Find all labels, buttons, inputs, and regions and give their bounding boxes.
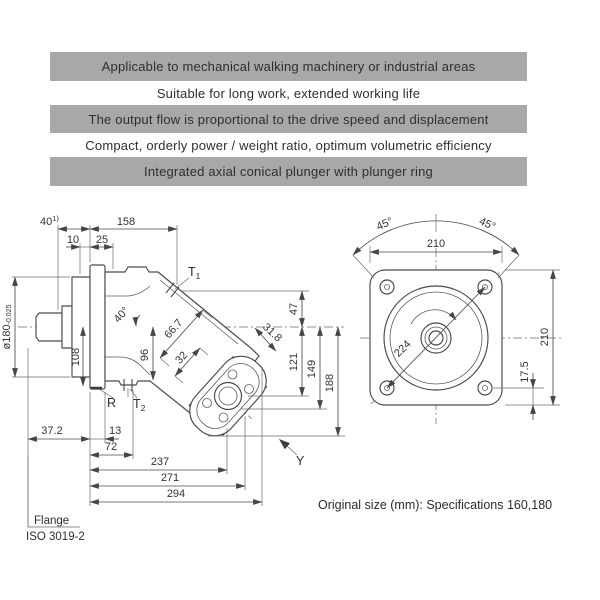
flange-note-line2: ISO 3019-2 <box>26 531 85 543</box>
dim-40: 401) <box>40 214 59 228</box>
dim-17-5: 17.5 <box>519 361 531 382</box>
t1-leader <box>174 277 190 290</box>
y-view-arrow <box>279 439 290 450</box>
dim-210-right: 210 <box>539 328 551 346</box>
dim-45-ext-left <box>352 254 375 279</box>
dim-108: 108 <box>70 348 82 366</box>
dim-45-right: 45° <box>477 215 497 233</box>
flange-note-line1: Flange <box>34 515 69 527</box>
dim-32-line <box>174 347 201 377</box>
dim-31-8: 31.8 <box>260 321 284 344</box>
body-contour-top <box>105 285 151 297</box>
drive-shaft <box>35 312 63 342</box>
dim-121: 121 <box>288 353 300 371</box>
dim-294: 294 <box>167 488 185 500</box>
dim-72: 72 <box>105 441 117 453</box>
dim-210-top: 210 <box>427 238 445 250</box>
r-leader <box>98 388 114 399</box>
r-label: R <box>107 396 116 410</box>
main-port-inner <box>218 386 238 406</box>
t2-port-ticks <box>123 379 133 391</box>
dim-237: 237 <box>151 456 169 468</box>
feature-banner: Compact, orderly power / weight ratio, o… <box>50 133 527 157</box>
dim-47: 47 <box>288 303 300 315</box>
feature-banner: The output flow is proportional to the d… <box>50 105 527 133</box>
side-view: T1 T2 R 40° 401) 158 10 25 <box>1 214 345 527</box>
shaft-step <box>61 305 73 349</box>
dim-25: 25 <box>96 234 108 246</box>
t2-label: T2 <box>133 397 146 413</box>
dim-188: 188 <box>324 374 336 392</box>
right-extension-lines <box>182 290 345 437</box>
t2-leader <box>129 388 138 399</box>
t1-port-ticks <box>165 282 180 298</box>
body-contour-bottom <box>105 356 151 376</box>
feature-banner: Applicable to mechanical walking machine… <box>50 52 527 81</box>
dim-31-8-line <box>254 327 277 352</box>
dim-45-ext-right <box>497 254 520 279</box>
t1-label: T1 <box>188 265 201 281</box>
feature-banner: Suitable for long work, extended working… <box>50 81 527 105</box>
dim-10: 10 <box>67 234 79 246</box>
mounting-flange <box>89 264 106 390</box>
flange-note: Flange ISO 3019-2 <box>26 455 85 543</box>
main-port <box>213 381 243 411</box>
dim-96: 96 <box>139 349 151 361</box>
diagonal-extension-lines <box>159 309 213 384</box>
port-bolt-holes <box>202 369 254 423</box>
dim-158: 158 <box>117 216 135 228</box>
dim-37-2: 37.2 <box>41 425 62 437</box>
y-view-label: Y <box>296 454 305 468</box>
caption: Original size (mm): Specifications 160,1… <box>318 498 552 512</box>
dim-66-7-line <box>159 309 204 359</box>
dim-180: ø180-0.025 <box>1 304 13 349</box>
port-face-inner <box>196 363 260 429</box>
dim-149: 149 <box>306 360 318 378</box>
bend-angle-arc <box>132 314 141 327</box>
feature-banner-list: Applicable to mechanical walking machine… <box>50 52 527 186</box>
feature-banner: Integrated axial conical plunger with pl… <box>50 157 527 186</box>
dim-45-left: 45° <box>375 215 395 233</box>
flange-note-leader <box>27 455 80 528</box>
dim-271: 271 <box>161 472 179 484</box>
dim-224-line <box>386 286 486 389</box>
dim-13: 13 <box>109 425 121 437</box>
front-view: 224 45° 45° 210 210 17.5 <box>352 214 562 424</box>
y-view-leader <box>286 445 298 456</box>
